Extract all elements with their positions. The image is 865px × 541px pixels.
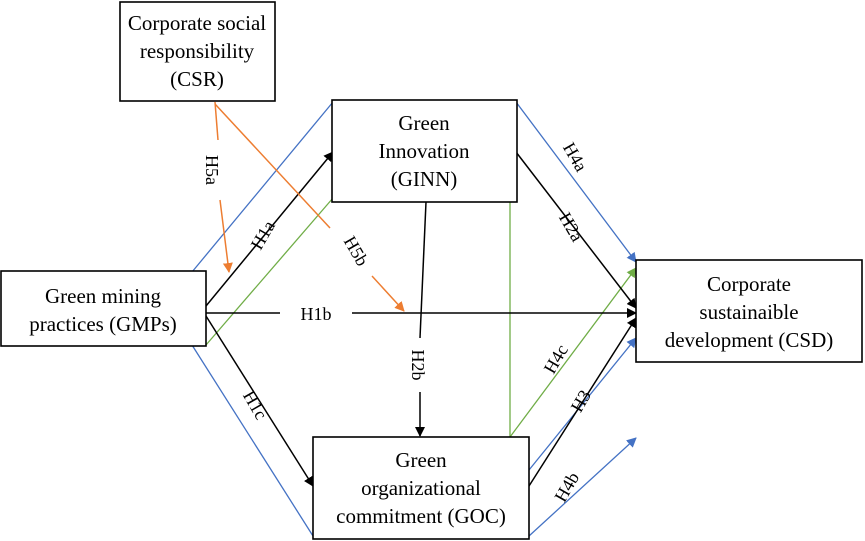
direct-paths: [205, 151, 637, 487]
node-csd-line-1: Corporate: [707, 272, 791, 296]
hypothesis-labels: H5a H1a H5b H1b H1c H2b H4a H2a H4c H3 H…: [202, 139, 595, 505]
node-csd-line-2: sustainaible: [699, 300, 798, 324]
edge-h3: [528, 317, 637, 487]
edge-h2a: [515, 151, 637, 309]
label-h1b: H1b: [301, 304, 332, 324]
label-h5b: H5b: [340, 233, 373, 270]
node-ginn: Green Innovation (GINN): [331, 99, 518, 203]
node-goc-line-1: Green: [395, 448, 447, 472]
node-ginn-line-3: (GINN): [391, 167, 457, 191]
label-h3: H3: [567, 386, 595, 415]
blue-mediation-paths: [191, 101, 637, 537]
edge-h1a: [205, 151, 334, 307]
edge-h5b-bottom: [371, 275, 405, 312]
edge-gmp-ginn-green: [205, 197, 334, 346]
label-h2b: H2b: [408, 350, 428, 381]
edge-h1c: [205, 315, 314, 487]
node-csd-line-3: development (CSD): [665, 328, 834, 352]
label-h4a: H4a: [559, 139, 591, 175]
node-ginn-line-1: Green: [398, 111, 450, 135]
node-gmp-line-2: practices (GMPs): [29, 312, 177, 336]
edge-gmp-ginn-blue: [191, 101, 334, 273]
node-goc: Green organizational commitment (GOC): [312, 436, 530, 540]
label-h4b: H4b: [550, 469, 583, 506]
node-csr: Corporate social responsibility (CSR): [119, 1, 276, 102]
node-goc-line-2: organizational: [361, 476, 481, 500]
label-h5a: H5a: [202, 155, 222, 185]
node-csr-line-2: responsibility: [140, 39, 255, 63]
edge-h5a-top: [214, 101, 219, 141]
edge-goc-csd-blue: [528, 437, 637, 537]
node-csd: Corporate sustainaible development (CSD): [635, 259, 863, 363]
moderation-paths: [214, 101, 405, 312]
edge-h2b-top: [419, 201, 427, 339]
label-h4c: H4c: [540, 341, 572, 377]
edge-gmp-goc-blue: [191, 344, 314, 537]
edge-h5b-top: [214, 103, 331, 229]
green-mediation-paths: [205, 197, 637, 438]
edge-ginn-csd-blue: [515, 101, 637, 263]
label-h1c: H1c: [239, 387, 271, 423]
edge-h5a-bottom: [219, 199, 233, 273]
node-ginn-line-2: Innovation: [379, 139, 470, 163]
node-gmp-line-1: Green mining: [45, 284, 162, 308]
node-csr-line-1: Corporate social: [128, 11, 266, 35]
edge-goc-csd-green: [509, 267, 637, 438]
node-gmp: Green mining practices (GMPs): [0, 270, 207, 347]
node-csr-line-3: (CSR): [170, 67, 224, 91]
edge-goc-csd-blue-b: [528, 337, 637, 471]
node-goc-line-3: commitment (GOC): [336, 504, 506, 528]
